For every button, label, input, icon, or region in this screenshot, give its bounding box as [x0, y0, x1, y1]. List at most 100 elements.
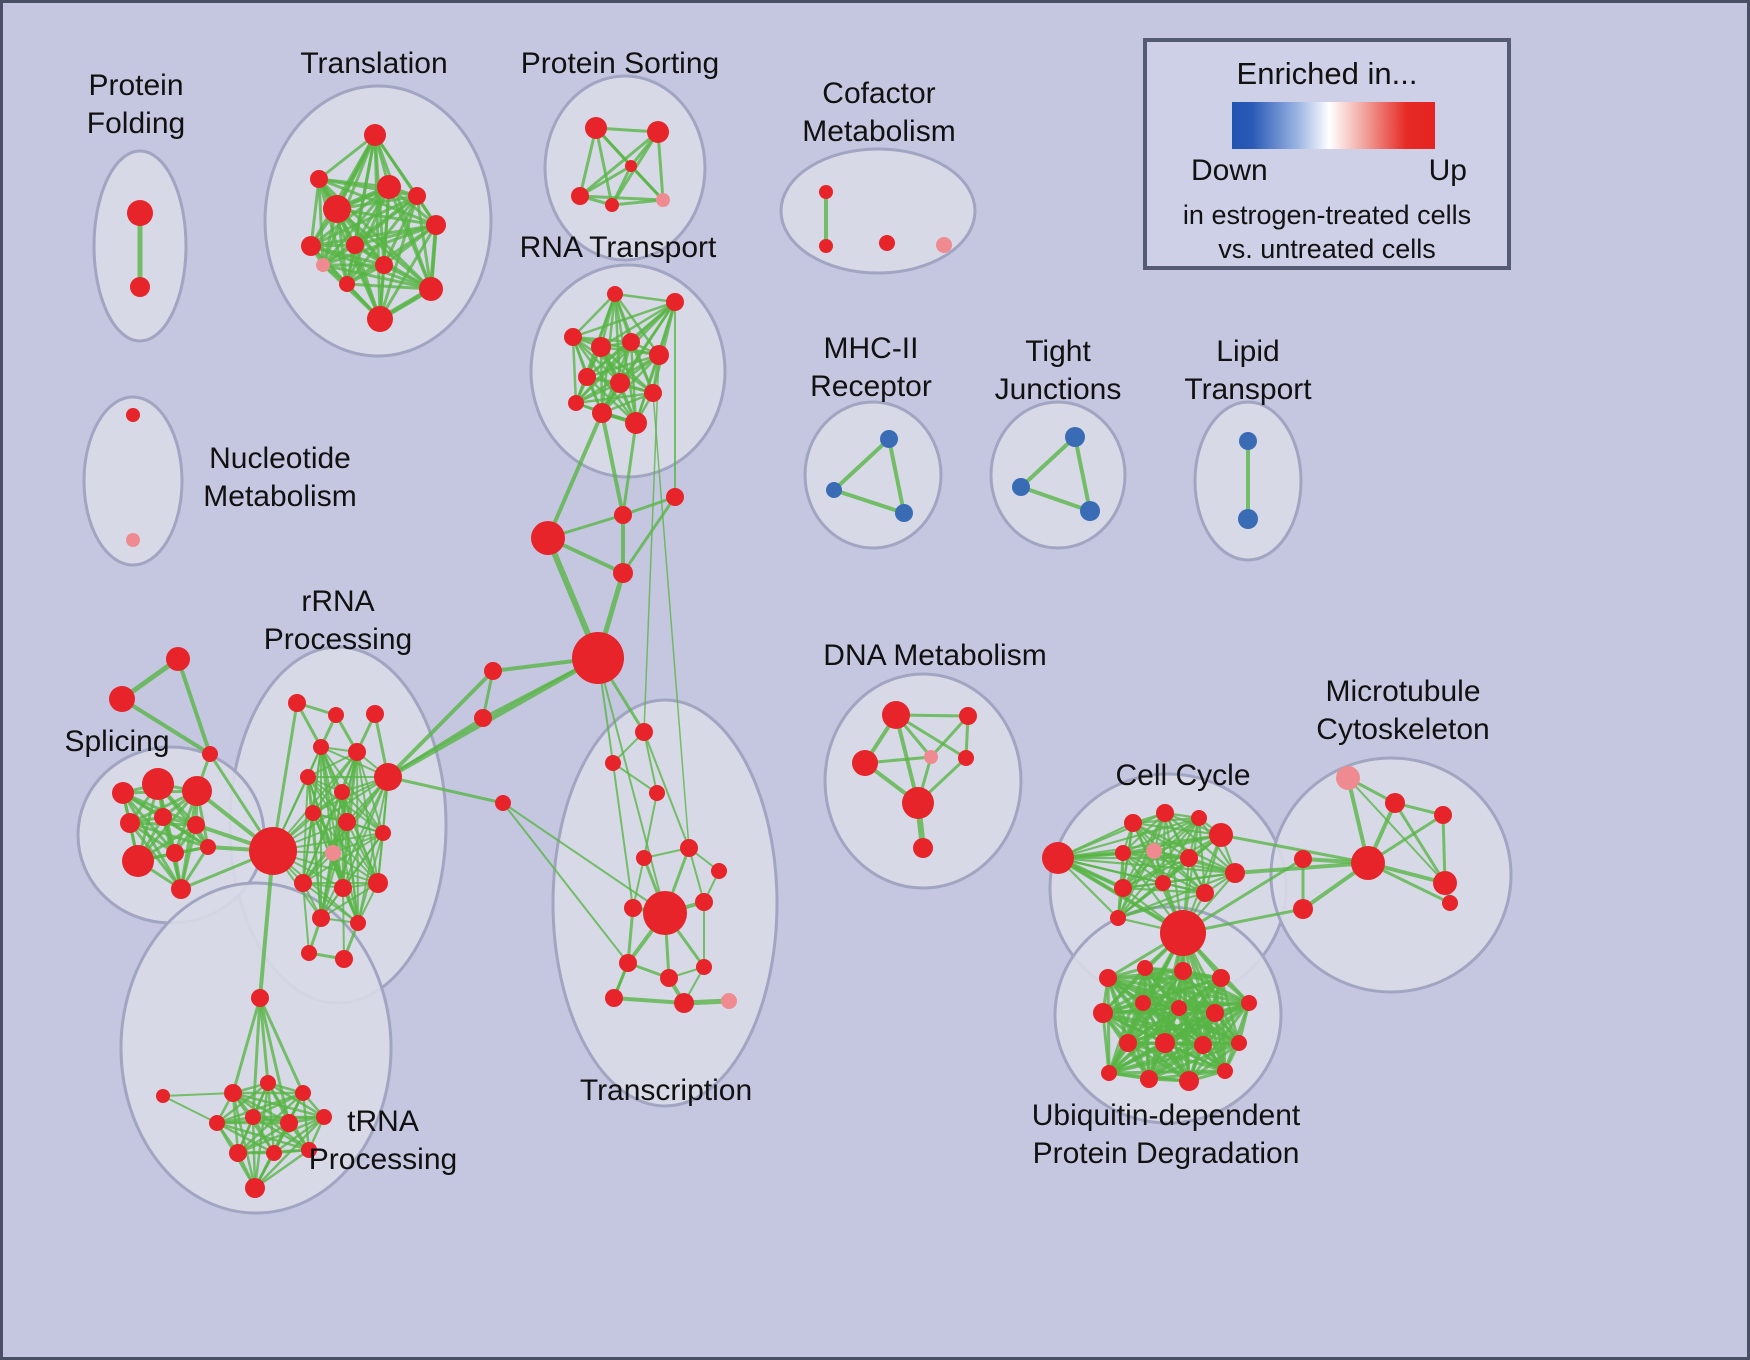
network-edge [321, 194, 419, 267]
network-edge [652, 392, 690, 849]
network-node [1099, 969, 1117, 987]
network-node [649, 345, 669, 365]
network-edge [121, 791, 183, 891]
network-node [316, 1109, 332, 1125]
network-node [605, 989, 623, 1007]
network-node [408, 187, 426, 205]
network-node [375, 825, 391, 841]
network-node [334, 784, 350, 800]
network-node [305, 805, 321, 821]
network-node [313, 739, 329, 755]
network-node [649, 785, 665, 801]
cluster-label-trna-processing: Processing [309, 1143, 457, 1176]
network-edge [832, 488, 906, 515]
network-node [647, 121, 669, 143]
network-edge [610, 198, 665, 207]
network-node [592, 403, 612, 423]
network-node [958, 750, 974, 766]
network-node [364, 124, 386, 146]
network-edge [387, 185, 433, 291]
network-node [1140, 1070, 1158, 1088]
network-node [1212, 969, 1230, 987]
network-edge [1147, 1011, 1217, 1081]
network-node [625, 160, 637, 172]
cluster-ellipse-tight-junctions [989, 400, 1127, 550]
network-node [266, 1145, 282, 1161]
network-edge [236, 1115, 326, 1155]
network-edge [571, 300, 677, 339]
network-node [644, 384, 662, 402]
cluster-label-tight-junctions: Junctions [995, 373, 1122, 406]
network-node [879, 235, 895, 251]
network-node [1179, 1071, 1199, 1091]
network-edge [1116, 881, 1165, 920]
network-node [1231, 1035, 1247, 1051]
network-node [531, 521, 565, 555]
network-node [154, 808, 172, 826]
network-node [882, 701, 910, 729]
network-edge [1163, 1041, 1227, 1073]
network-edge [1121, 811, 1167, 890]
network-node [109, 686, 135, 712]
network-edge [342, 887, 345, 960]
network-node [323, 195, 351, 223]
network-node [1294, 850, 1312, 868]
network-edge [307, 776, 384, 834]
network-node [366, 705, 384, 723]
network-node [202, 746, 218, 762]
network-edge [302, 812, 314, 884]
network-edge [1101, 969, 1185, 1015]
network-edge [578, 164, 633, 198]
network-node [607, 286, 623, 302]
network-node [695, 893, 713, 911]
network-edge [345, 282, 433, 291]
network-edge [1116, 871, 1237, 920]
network-edge [1141, 1001, 1151, 1081]
network-edge [251, 996, 262, 1119]
network-node [350, 915, 366, 931]
network-node [474, 709, 492, 727]
nodes-layer [109, 117, 1458, 1198]
network-node [826, 482, 842, 498]
network-edge [1152, 849, 1207, 895]
network-edge [1107, 1069, 1227, 1075]
network-node [1196, 884, 1214, 902]
network-node [126, 533, 140, 547]
network-edge [1121, 851, 1165, 885]
network-edge [162, 1095, 218, 1124]
network-edge [342, 821, 348, 889]
cluster-label-trna-processing: tRNA [347, 1105, 419, 1138]
network-node [334, 879, 352, 897]
network-edge [571, 292, 617, 339]
network-edge [1121, 816, 1201, 855]
network-edge [258, 849, 275, 1000]
network-node [895, 504, 913, 522]
network-node [1174, 962, 1192, 980]
network-node [1135, 995, 1151, 1011]
network-edge [1101, 1011, 1111, 1075]
network-node [328, 707, 344, 723]
network-node [1217, 1063, 1233, 1079]
network-node [660, 969, 678, 987]
network-edge [546, 411, 604, 540]
network-edge [317, 133, 377, 181]
network-node [120, 813, 140, 833]
network-node [1124, 814, 1142, 832]
network-node [578, 368, 596, 386]
legend-caption-line1: in estrogen-treated cells [1182, 200, 1472, 230]
network-node [171, 879, 191, 899]
network-edge [386, 669, 495, 779]
network-edge [1121, 851, 1207, 895]
network-node [339, 276, 355, 292]
network-node [130, 277, 150, 297]
network-edge [643, 731, 690, 849]
network-edge [1019, 435, 1077, 489]
network-node [666, 488, 684, 506]
network-edge [317, 177, 419, 198]
network-edge [578, 194, 665, 202]
legend-title: Enriched in... [1236, 56, 1418, 91]
network-node [1434, 806, 1452, 824]
network-edge [600, 353, 661, 415]
cluster-label-rrna-processing: rRNA [301, 585, 374, 618]
